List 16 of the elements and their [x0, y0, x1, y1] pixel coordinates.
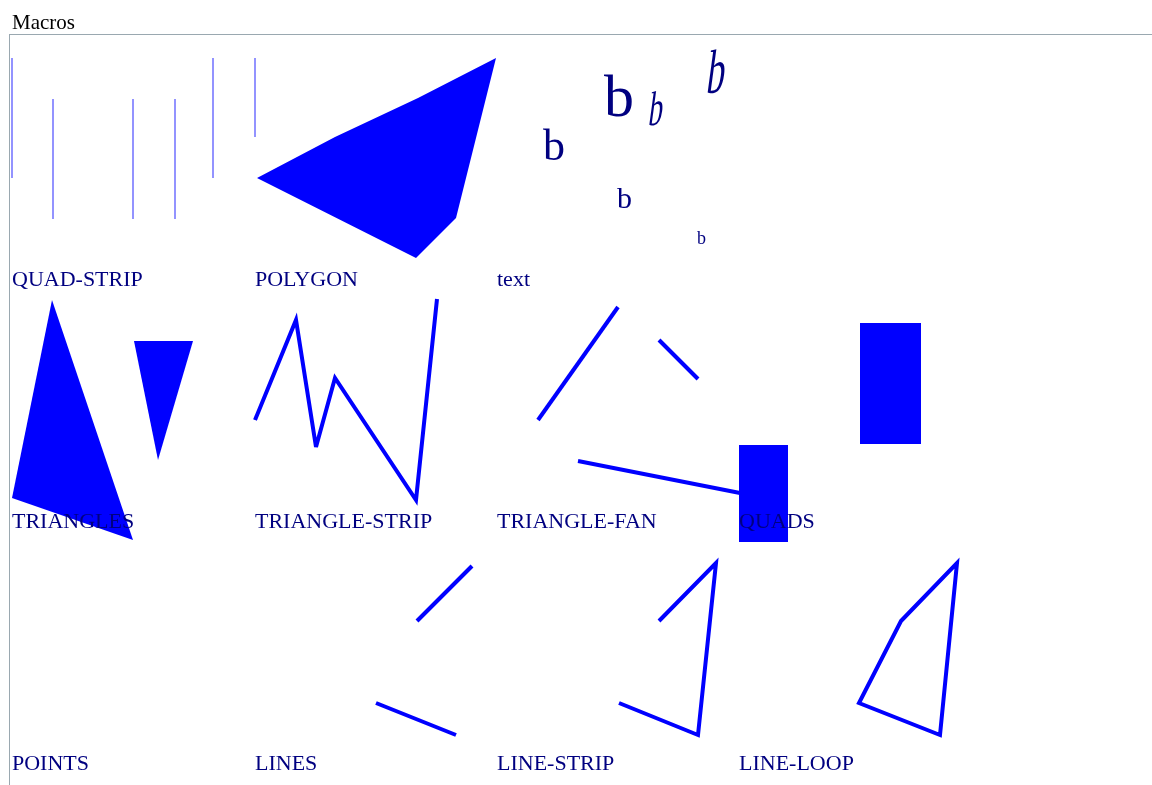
- glyph-sample: b: [617, 183, 632, 213]
- glyph-sample: b: [646, 81, 668, 135]
- cell-label: LINES: [255, 752, 318, 774]
- cell-label: QUAD-STRIP: [12, 268, 143, 290]
- cell-label: TRIANGLE-FAN: [497, 510, 657, 532]
- glyph-sample: b: [604, 66, 634, 126]
- glyph-sample: b: [703, 37, 731, 106]
- cell-label: LINE-STRIP: [497, 752, 615, 774]
- cell-label: POINTS: [12, 752, 89, 774]
- cell-label: TRIANGLE-STRIP: [255, 510, 433, 532]
- cell-label: POLYGON: [255, 268, 358, 290]
- cell-label: text: [497, 268, 530, 290]
- cell-label: LINE-LOOP: [739, 752, 854, 774]
- glyph-sample: b: [697, 229, 706, 247]
- glyph-sample: b: [543, 124, 565, 168]
- page-title: Macros: [12, 12, 75, 33]
